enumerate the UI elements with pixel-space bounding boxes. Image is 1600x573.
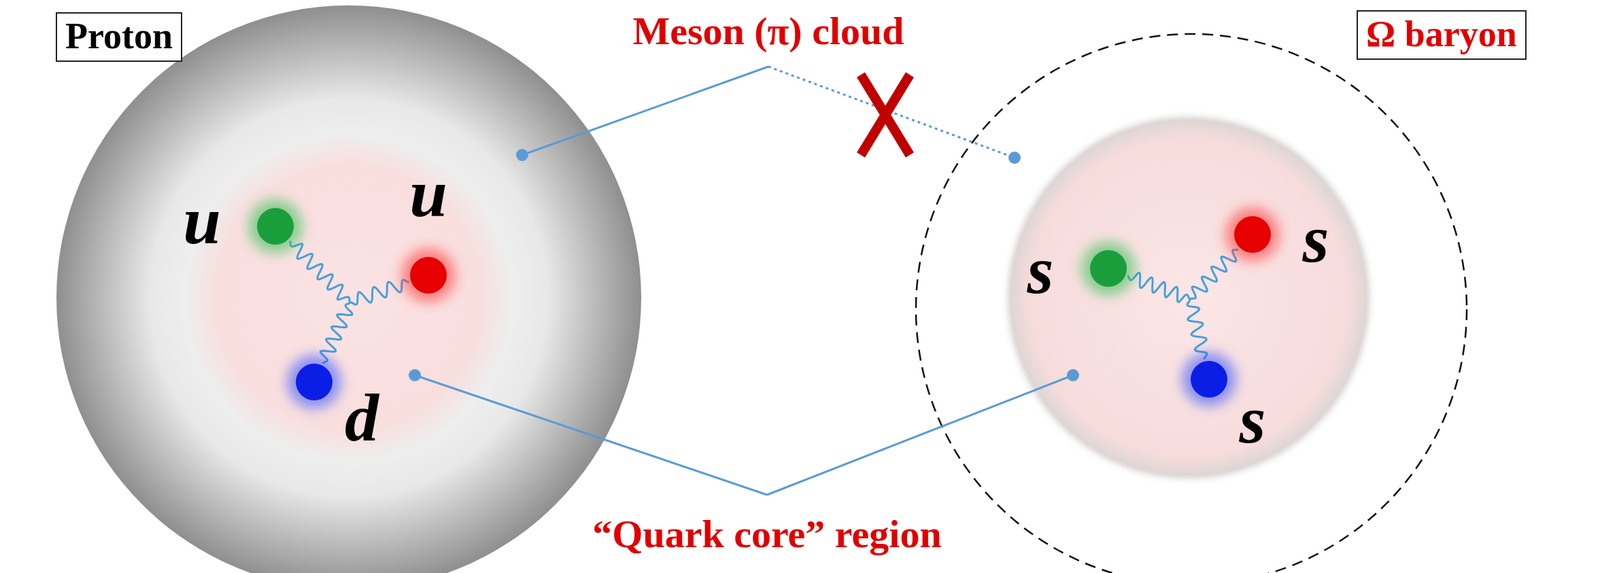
leader-dot bbox=[1008, 151, 1021, 164]
title-text: Proton bbox=[65, 16, 173, 57]
gluon-line bbox=[1187, 299, 1207, 360]
title-text: Ω baryon bbox=[1366, 14, 1518, 55]
quark-glow bbox=[1081, 241, 1136, 296]
quark-dot bbox=[410, 257, 447, 294]
leader-line bbox=[767, 375, 1074, 496]
gluon-line bbox=[350, 280, 410, 305]
quark-label: s bbox=[1239, 382, 1267, 458]
quark-glow bbox=[286, 354, 342, 410]
gluon-line bbox=[320, 302, 353, 364]
omega-dashed-outline bbox=[915, 33, 1467, 573]
title-box: Proton bbox=[55, 12, 183, 62]
quark-glow bbox=[248, 199, 303, 254]
leader-line bbox=[414, 375, 768, 496]
quark-label: s bbox=[1302, 201, 1330, 277]
quark-label: u bbox=[182, 183, 221, 259]
gluon-line bbox=[1189, 249, 1239, 300]
leader-dot bbox=[1066, 369, 1080, 382]
quark-label: s bbox=[1027, 233, 1054, 309]
quark-dot bbox=[295, 363, 333, 401]
omega-quark-core bbox=[1011, 121, 1366, 475]
leader-line bbox=[522, 66, 769, 156]
omega-core-halo bbox=[1007, 116, 1370, 479]
quark-dot bbox=[1190, 361, 1228, 398]
quark-dot bbox=[1234, 216, 1271, 253]
cross-mark bbox=[860, 74, 910, 156]
cross-mark bbox=[860, 74, 910, 156]
proton-cloud bbox=[56, 5, 642, 573]
region-label: “Quark core” region bbox=[592, 512, 942, 557]
leader-dot bbox=[408, 369, 421, 382]
gluon-line bbox=[1127, 272, 1190, 302]
quark-glow bbox=[1225, 207, 1280, 262]
quark-label: d bbox=[344, 380, 379, 456]
leader-line bbox=[768, 66, 1015, 158]
quark-label: u bbox=[409, 156, 448, 232]
quark-glow bbox=[1181, 352, 1237, 407]
quark-glow bbox=[401, 248, 456, 303]
title-box: Ω baryon bbox=[1356, 10, 1527, 60]
leader-dot bbox=[516, 148, 529, 162]
gluon-line bbox=[289, 240, 351, 303]
gluon-group bbox=[289, 240, 1239, 364]
region-label: Meson (π) cloud bbox=[632, 9, 904, 54]
quark-dot bbox=[257, 208, 294, 245]
quark-dot bbox=[1090, 250, 1127, 287]
